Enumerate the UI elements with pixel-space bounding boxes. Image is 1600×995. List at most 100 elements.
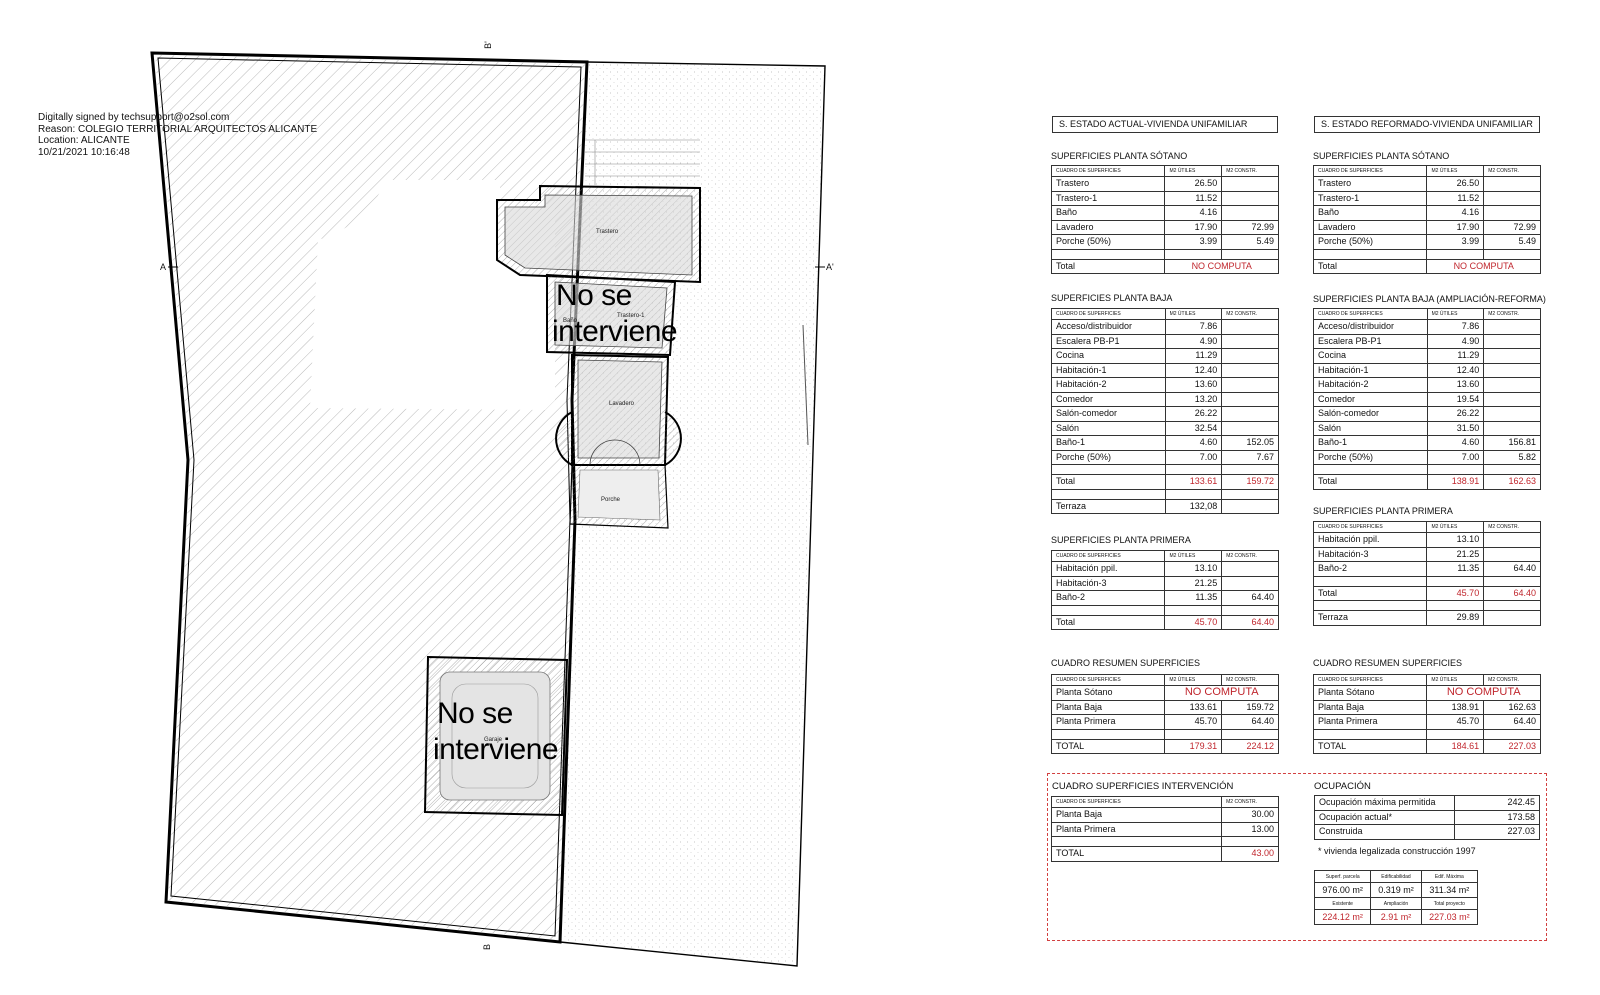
table-cell: 21.25 [1426,547,1485,562]
table-cell: 2.91 m² [1370,909,1422,925]
table-cell: Total [1312,585,1428,601]
table-cell [1221,205,1279,221]
table-cell: 11.29 [1164,348,1223,364]
table-cell: No se [437,697,513,730]
room-label: Trastero [596,229,619,235]
table-cell [1483,547,1541,562]
table-cell [1426,728,1485,739]
table-cell [1221,406,1279,422]
table-cell: Baño [1312,205,1428,221]
table-cell [1164,604,1223,615]
table-cell: 31.50 [1426,421,1485,436]
table-cell: 64.40 [1221,714,1279,730]
table-cell: M2 CONSTR. [1221,550,1279,562]
table-cell: Lavadero [1312,220,1428,235]
table-cell: Total proyecto [1420,897,1479,910]
table-cell: Ocupación máxima permitida [1314,795,1455,811]
table-cell: M2 CONSTR. [1221,674,1279,686]
table-cell: Habitación-1 [1051,363,1166,378]
table-row: Habitación ppil.13.10 [1312,532,1541,548]
table-cell: Superf. parcela [1313,870,1372,883]
table-cell: Porche (50%) [1312,234,1428,250]
signature-line: 10/21/2021 10:16:48 [38,146,130,158]
table-cell: Salón [1051,421,1166,436]
table-cell: Porche (50%) [1050,234,1166,250]
table-title: SUPERFICIES PLANTA BAJA [1051,293,1173,303]
plot-boundary [150,51,589,944]
table-cell: Habitación ppil. [1050,561,1166,577]
table-cell [1483,176,1541,192]
room-label: Trastero-1 [617,313,645,319]
table-cell [1050,836,1223,847]
table-cell [1050,604,1166,615]
table-cell: 133.61 [1164,700,1223,715]
table-cell [1221,488,1279,499]
table-cell: interviene [552,315,678,348]
table-cell: 13.10 [1164,561,1223,577]
table-cell: Habitación-1 [1313,363,1428,378]
table-cell: TOTAL [1050,738,1166,754]
table-cell [1221,334,1279,349]
table-cell: Baño [1050,205,1166,221]
signature-line: Reason: COLEGIO TERRITORIAL ARQUITECTOS … [38,123,318,135]
table-cell: 11.29 [1426,348,1485,364]
table-cell: Planta Baja [1050,700,1166,715]
table-cell: Planta Primera [1050,822,1223,837]
table-cell: Total [1050,614,1166,630]
table-cell: 152.05 [1221,435,1279,451]
table-row [1312,248,1541,259]
table-title: SUPERFICIES PLANTA SÓTANO [1313,151,1450,161]
table-cell [1483,392,1541,407]
house-footprint [310,180,555,410]
table-cell [1483,205,1541,221]
table-cell: Planta Sótano [1312,685,1428,701]
table-cell: 4.60 [1426,435,1485,451]
room-label: Baño [563,318,578,324]
table-cell [1221,319,1279,335]
table-cell: 7.67 [1221,450,1279,465]
table-cell [1483,348,1541,364]
table-cell: 17.90 [1164,220,1223,235]
table-cell: 43.00 [1221,846,1279,861]
table-cell: 0.319 m² [1370,882,1422,898]
table-cell: 45.70 [1426,714,1485,730]
table-cell: M2 ÚTILES [1164,550,1223,562]
table-cell: Terraza [1051,498,1166,514]
table-cell [1221,836,1279,847]
no-intervention-label: No se interviene [433,696,559,768]
table-cell [1164,248,1223,259]
table-row [1050,728,1279,739]
table-cell: 138.91 [1426,700,1485,715]
table-cell: Habitación-2 [1313,377,1428,393]
table-cell: CUADRO DE SUPERFICIES [1050,550,1166,562]
table-cell: No se [556,279,632,312]
table-cell: Baño-2 [1312,561,1428,577]
table-cell: 7.00 [1164,450,1223,465]
table-cell: 3.99 [1164,234,1223,250]
table-cell: 4.90 [1426,334,1485,349]
table-cell [1483,728,1541,739]
table-cell: 3.99 [1426,234,1485,250]
table-cell: 133.61 [1164,474,1223,490]
table-cell: 5.82 [1483,450,1541,465]
